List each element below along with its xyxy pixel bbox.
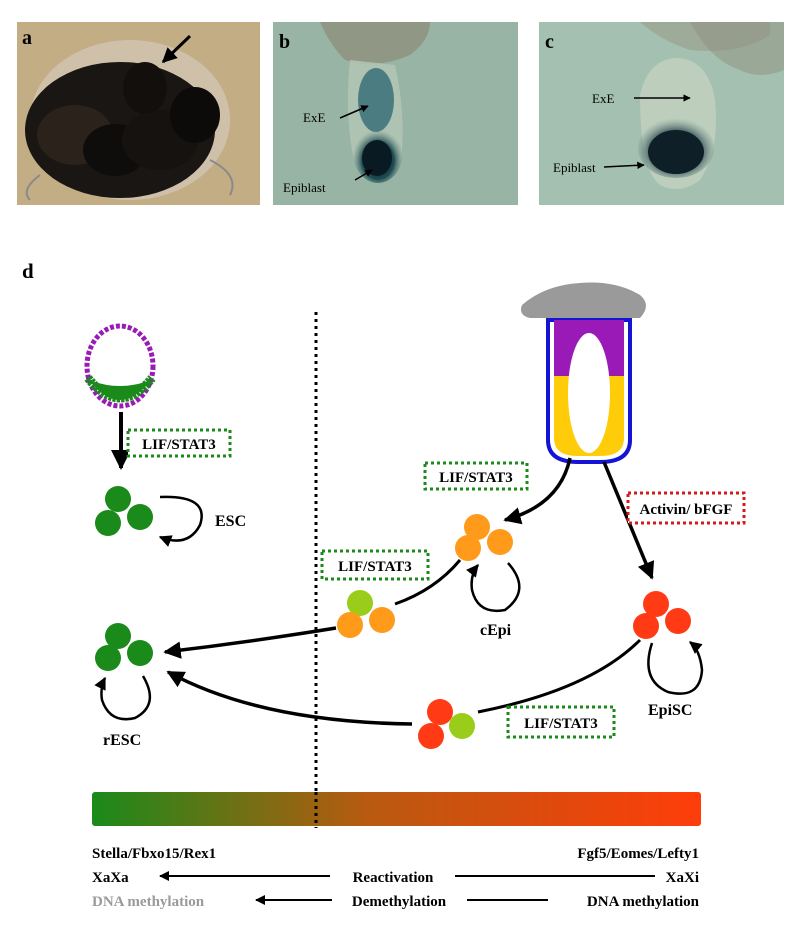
cepi-self-renew-arrow: [466, 562, 521, 613]
panel-b-epiblast-arrow: [354, 169, 373, 181]
lif-stat3-label-1: LIF/STAT3: [142, 437, 216, 453]
esc-cells: [95, 486, 153, 536]
activin-bfgf-label: Activin/ bFGF: [640, 502, 733, 518]
resc-label: rESC: [103, 732, 141, 749]
left-markers: Stella/Fbxo15/Rex1: [92, 846, 216, 862]
panel-c-epiblast-arrow: [603, 161, 645, 170]
episc-cells: [633, 591, 691, 639]
panel-c-exe-label: ExE: [592, 91, 614, 106]
panel-b-letter: b: [279, 31, 290, 53]
panel-a-photo: a: [17, 22, 260, 205]
panel-d-letter: d: [22, 259, 34, 283]
cepi-label: cEpi: [480, 622, 512, 639]
mixed2-to-resc-arrow: [166, 670, 413, 726]
resc-cells: [95, 623, 153, 671]
left-x-status: XaXa: [92, 870, 129, 886]
panel-b-exe-arrow: [339, 105, 369, 119]
mixed-to-resc-arrow: [163, 626, 337, 659]
resc-self-renew-arrow: [94, 675, 152, 721]
panel-a-letter: a: [22, 27, 32, 49]
center-dna-process: Demethylation: [352, 894, 447, 910]
panel-c-letter: c: [545, 31, 554, 53]
lif-stat3-label-4: LIF/STAT3: [524, 716, 598, 732]
panel-c-photo: ExE Epiblast c: [539, 22, 784, 205]
right-markers: Fgf5/Eomes/Lefty1: [577, 846, 699, 862]
panel-b-epiblast-label: Epiblast: [283, 180, 326, 195]
left-dna-status: DNA methylation: [92, 894, 205, 910]
episc-to-mixed-line: [477, 638, 642, 714]
right-x-status: XaXi: [666, 870, 699, 886]
esc-label: ESC: [215, 513, 246, 530]
lif-stat3-label-3: LIF/STAT3: [338, 559, 412, 575]
lif-stat3-box-3: LIF/STAT3: [320, 549, 430, 581]
panel-c-epiblast-label: Epiblast: [553, 160, 596, 175]
cepi-to-mixed-line: [394, 559, 462, 606]
gradient-bar: [92, 792, 701, 826]
esc-self-renew-arrow: [158, 495, 203, 547]
lif-stat3-box-2: LIF/STAT3: [423, 461, 529, 491]
lif-stat3-box-1: LIF/STAT3: [126, 428, 232, 458]
panel-b-photo: ExE Epiblast b: [273, 22, 518, 205]
embryo-to-cepi-arrow: [503, 457, 572, 525]
episc-label: EpiSC: [648, 702, 692, 719]
lif-stat3-box-4: LIF/STAT3: [506, 705, 616, 739]
egg-cylinder-icon: [521, 282, 646, 464]
cepi-cells: [455, 514, 513, 561]
blastocyst-icon: [84, 323, 156, 409]
transitioning-cepi-cells: [337, 590, 395, 638]
transitioning-episc-cells: [418, 699, 475, 749]
right-dna-status: DNA methylation: [587, 894, 700, 910]
panel-b-exe-label: ExE: [303, 110, 325, 125]
lif-stat3-label-2: LIF/STAT3: [439, 470, 513, 486]
panel-a-arrow: [161, 34, 192, 64]
episc-self-renew-arrow: [647, 641, 704, 695]
activin-bfgf-box: Activin/ bFGF: [626, 491, 746, 525]
center-x-process: Reactivation: [353, 870, 434, 886]
